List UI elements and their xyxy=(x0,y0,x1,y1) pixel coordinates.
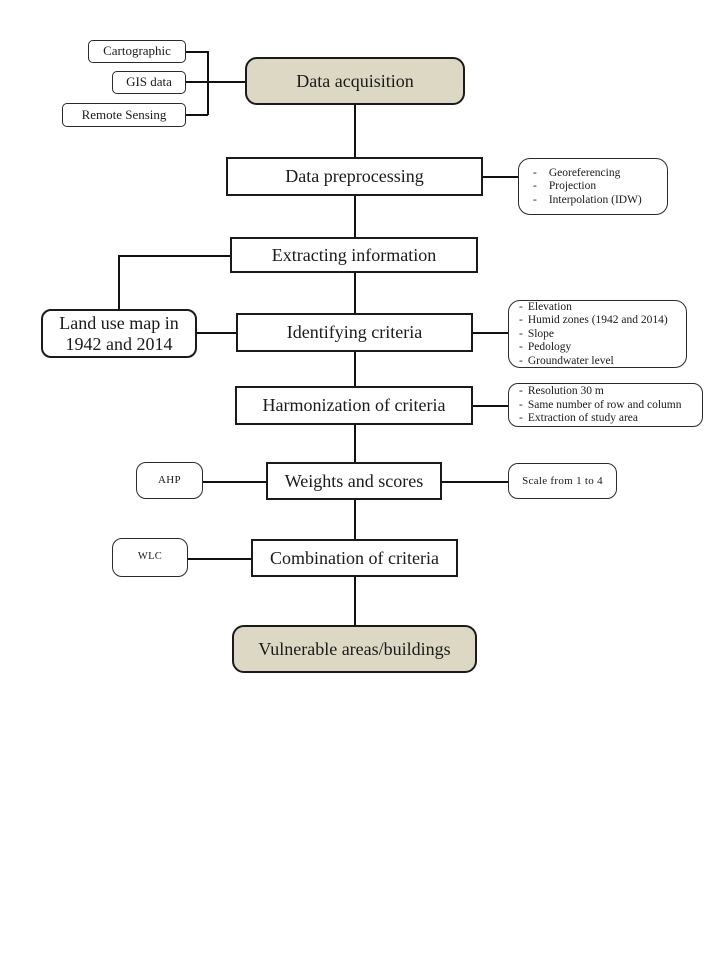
list-item: -Groundwater level xyxy=(519,355,678,369)
list-item: -Resolution 30 m xyxy=(519,385,694,399)
connector-weights-combination xyxy=(354,500,356,539)
list-item: -Georeferencing xyxy=(529,167,659,181)
node-cartographic-label: Cartographic xyxy=(103,43,171,59)
node-harmonization-of-criteria-label: Harmonization of criteria xyxy=(262,395,446,416)
note-harmonization: -Resolution 30 m -Same number of row and… xyxy=(508,383,703,427)
connector-combination-vulnerable xyxy=(354,577,356,625)
bullet-dash: - xyxy=(519,341,523,354)
bullet-dash: - xyxy=(533,193,537,206)
node-identifying-criteria-label: Identifying criteria xyxy=(286,322,423,343)
node-data-acquisition-label: Data acquisition xyxy=(296,70,414,91)
node-weights-and-scores-label: Weights and scores xyxy=(284,470,424,491)
node-land-use-map-label: Land use map in 1942 and 2014 xyxy=(59,312,179,354)
note-harmonization-list: -Resolution 30 m -Same number of row and… xyxy=(519,385,694,426)
connector-extracting-landuse-horizontal xyxy=(118,255,230,257)
node-harmonization-of-criteria: Harmonization of criteria xyxy=(235,386,473,425)
bullet-dash: - xyxy=(519,385,523,398)
note-item: Same number of row and column xyxy=(527,398,682,411)
connector-identifying-note xyxy=(473,332,508,334)
node-wlc-label: WLC xyxy=(137,551,163,563)
node-remote-sensing-label: Remote Sensing xyxy=(81,106,167,122)
list-item: -Same number of row and column xyxy=(519,399,694,413)
list-item: -Projection xyxy=(529,180,659,194)
connector-inputs-vertical xyxy=(207,51,209,115)
node-gis-data-label: GIS data xyxy=(126,74,172,90)
bullet-dash: - xyxy=(519,412,523,425)
connector-remote-sensing xyxy=(186,114,208,116)
list-item: -Humid zones (1942 and 2014) xyxy=(519,314,678,328)
node-scale-from-1-to-4: Scale from 1 to 4 xyxy=(508,463,617,499)
connector-gis-data xyxy=(186,81,245,83)
node-wlc: WLC xyxy=(112,538,188,577)
node-weights-and-scores: Weights and scores xyxy=(266,462,442,500)
note-criteria: -Elevation -Humid zones (1942 and 2014) … xyxy=(508,300,687,368)
connector-harmonization-weights xyxy=(354,425,356,462)
bullet-dash: - xyxy=(533,180,537,193)
connector-preprocessing-extracting xyxy=(354,196,356,237)
list-item: -Pedology xyxy=(519,341,678,355)
node-cartographic: Cartographic xyxy=(88,40,186,63)
connector-cartographic xyxy=(186,51,208,53)
node-data-acquisition: Data acquisition xyxy=(245,57,465,105)
connector-acquisition-preprocessing xyxy=(354,105,356,157)
connector-harmonization-note xyxy=(473,405,508,407)
bullet-dash: - xyxy=(519,398,523,411)
note-item: Pedology xyxy=(527,341,572,354)
connector-extracting-identifying xyxy=(354,273,356,313)
bullet-dash: - xyxy=(519,327,523,340)
list-item: -Slope xyxy=(519,328,678,342)
note-item: Projection xyxy=(548,180,597,193)
bullet-dash: - xyxy=(519,314,523,327)
connector-wlc-combination xyxy=(188,558,251,560)
note-preprocessing-list: -Georeferencing -Projection -Interpolati… xyxy=(529,167,659,208)
node-land-use-map: Land use map in 1942 and 2014 xyxy=(41,309,197,358)
bullet-dash: - xyxy=(533,166,537,179)
note-item: Resolution 30 m xyxy=(527,385,604,398)
connector-weights-scale xyxy=(442,481,508,483)
note-item: Humid zones (1942 and 2014) xyxy=(527,314,668,327)
note-preprocessing: -Georeferencing -Projection -Interpolati… xyxy=(518,158,668,215)
connector-ahp-weights xyxy=(203,481,266,483)
note-item: Interpolation (IDW) xyxy=(548,193,642,206)
node-vulnerable-areas-label: Vulnerable areas/buildings xyxy=(258,638,451,659)
node-gis-data: GIS data xyxy=(112,71,186,94)
list-item: -Interpolation (IDW) xyxy=(529,194,659,208)
node-identifying-criteria: Identifying criteria xyxy=(236,313,473,352)
note-item: Groundwater level xyxy=(527,354,614,367)
bullet-dash: - xyxy=(519,300,523,313)
node-data-preprocessing: Data preprocessing xyxy=(226,157,483,196)
node-combination-of-criteria-label: Combination of criteria xyxy=(270,547,439,568)
node-extracting-information-label: Extracting information xyxy=(271,244,437,265)
node-scale-label: Scale from 1 to 4 xyxy=(522,474,603,487)
connector-landuse-identifying xyxy=(197,332,236,334)
connector-extracting-landuse-vertical xyxy=(118,255,120,309)
node-combination-of-criteria: Combination of criteria xyxy=(251,539,458,577)
list-item: -Extraction of study area xyxy=(519,412,694,426)
node-ahp-label: AHP xyxy=(158,474,181,487)
connector-identifying-harmonization xyxy=(354,352,356,386)
note-item: Georeferencing xyxy=(548,166,621,179)
list-item: -Elevation xyxy=(519,301,678,315)
note-item: Extraction of study area xyxy=(527,412,639,425)
note-item: Elevation xyxy=(527,300,572,313)
note-criteria-list: -Elevation -Humid zones (1942 and 2014) … xyxy=(519,301,678,369)
note-item: Slope xyxy=(527,327,555,340)
node-data-preprocessing-label: Data preprocessing xyxy=(285,166,424,187)
node-ahp: AHP xyxy=(136,462,203,499)
bullet-dash: - xyxy=(519,354,523,367)
node-remote-sensing: Remote Sensing xyxy=(62,103,186,127)
node-vulnerable-areas: Vulnerable areas/buildings xyxy=(232,625,477,673)
node-extracting-information: Extracting information xyxy=(230,237,478,273)
connector-preprocessing-note xyxy=(483,176,518,178)
